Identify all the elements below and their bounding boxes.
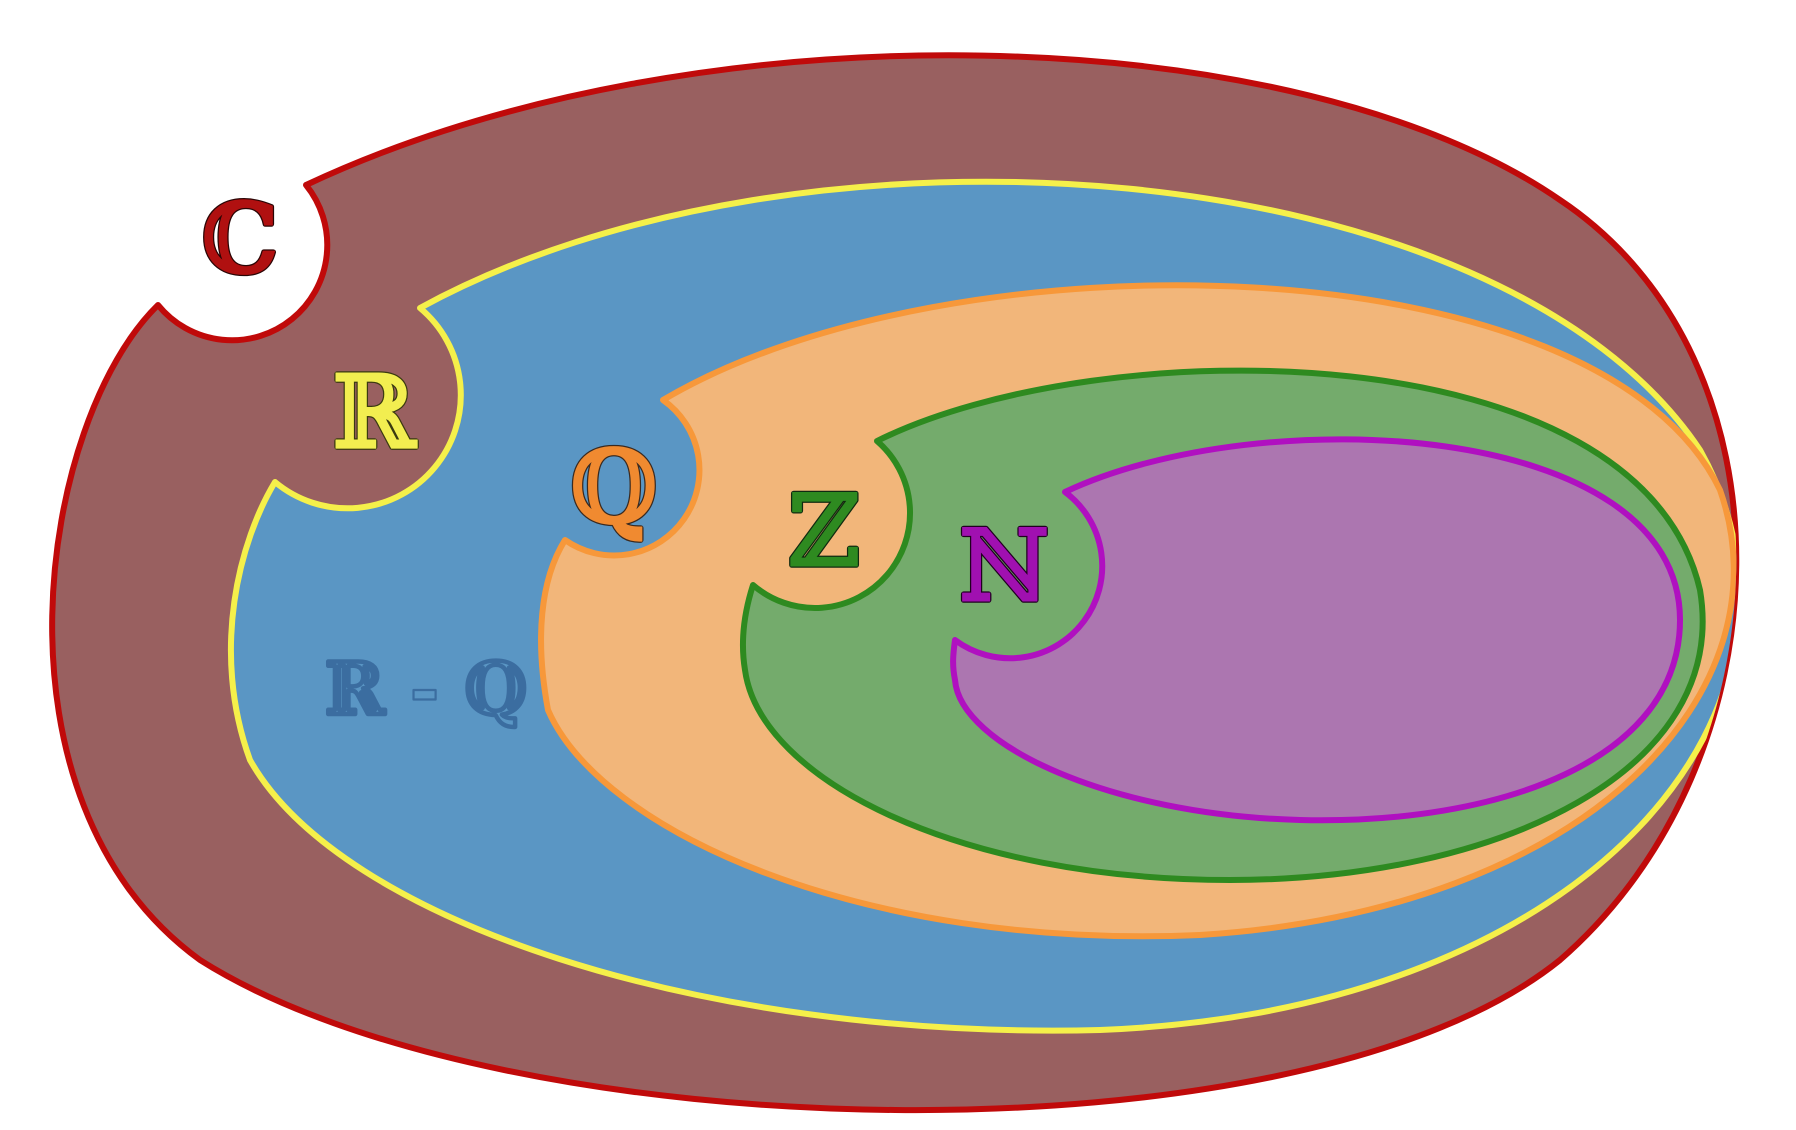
integer-label: ℤ <box>788 474 860 589</box>
natural-label: ℕ <box>959 509 1049 624</box>
irrational-label: ℝ - ℚ <box>325 646 528 731</box>
natural-set-region <box>950 436 1683 824</box>
rational-label: ℚ <box>570 428 657 546</box>
real-label: ℝ <box>332 353 418 471</box>
complex-label: ℂ <box>202 182 278 295</box>
